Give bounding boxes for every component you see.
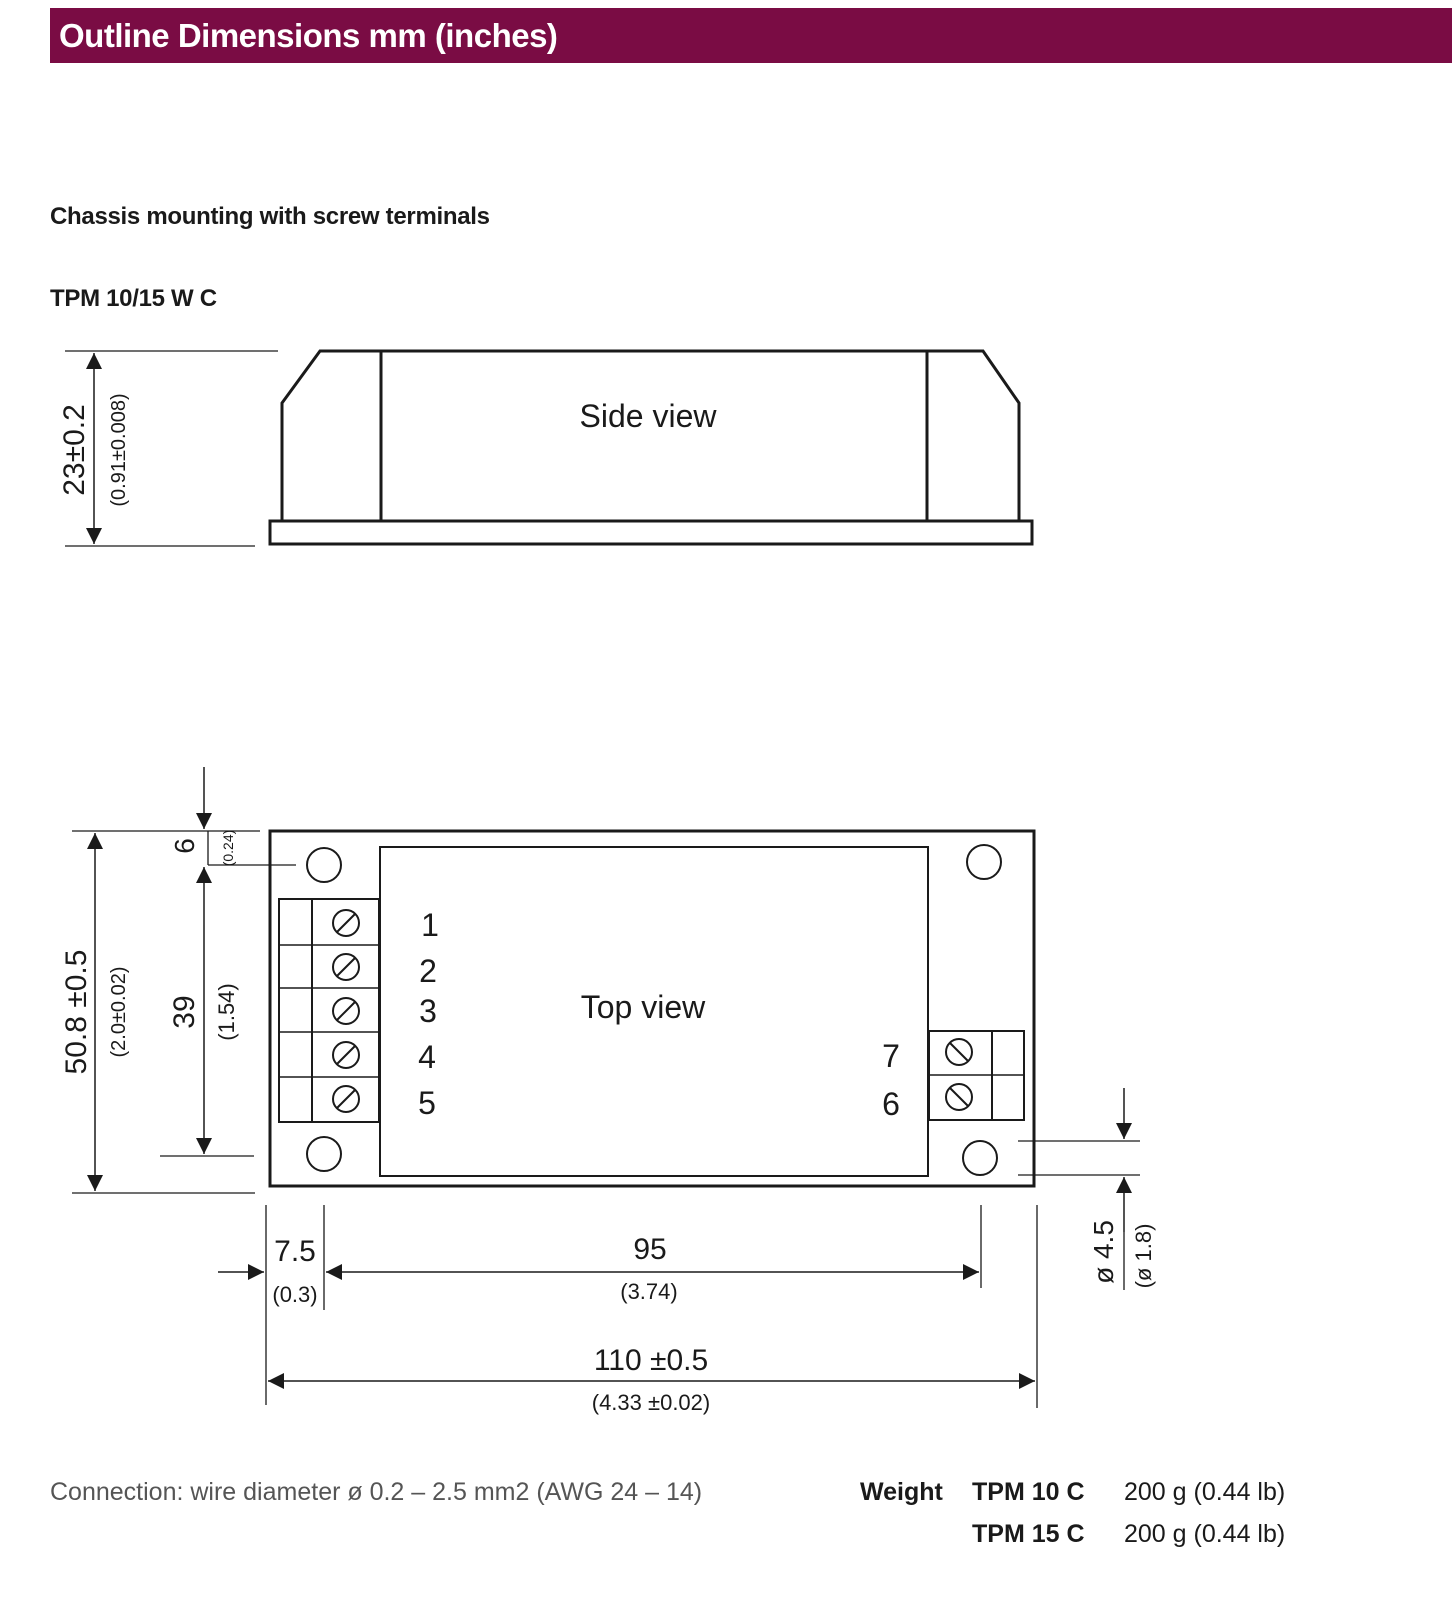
dim-left-in: (0.3) [272, 1282, 317, 1307]
dim-offset-in: (0.24) [220, 830, 236, 867]
screw-icon [332, 953, 360, 981]
side-right-flange [927, 349, 1021, 521]
weight-model-1: TPM 10 C [972, 1478, 1085, 1506]
screw-icon [945, 1038, 973, 1066]
dim-length-in: (4.33 ±0.02) [592, 1390, 710, 1415]
screw-icon [332, 1085, 360, 1113]
header-banner: Outline Dimensions mm (inches) [50, 8, 1452, 63]
pin-label-2: 2 [419, 953, 437, 989]
pin-label-7: 7 [882, 1038, 900, 1074]
dim-hole-in: (3.74) [620, 1279, 677, 1304]
pin-label-4: 4 [418, 1039, 436, 1075]
dim-width-mm: 50.8 ±0.5 [60, 950, 93, 1075]
screw-icon [332, 909, 360, 937]
screw-icon [945, 1083, 973, 1111]
dim-pitch-in: (1.54) [214, 983, 239, 1040]
model-title: TPM 10/15 W C [50, 285, 217, 312]
dim-offset-mm: 6 [169, 838, 200, 854]
weight-value-1: 200 g (0.44 lb) [1124, 1478, 1286, 1506]
dim-dia-mm: ø 4.5 [1088, 1220, 1119, 1284]
top-view-label: Top view [581, 989, 706, 1025]
mounting-hole-top-right [966, 844, 1002, 880]
connection-note: Connection: wire diameter ø 0.2 – 2.5 mm… [50, 1478, 703, 1506]
top-view: Top view 1 2 3 4 5 [60, 767, 1156, 1415]
side-base-plate [268, 519, 1034, 546]
mounting-hole-bottom-left [306, 1136, 342, 1172]
weight-label: Weight [860, 1478, 943, 1506]
weight-value-2: 200 g (0.44 lb) [1124, 1520, 1286, 1548]
side-view: Side view 23±0.2 (0.91±0.008) [58, 349, 1034, 547]
mounting-hole-top-left [306, 847, 342, 883]
dim-left-mm: 7.5 [274, 1235, 316, 1268]
terminal-block-right [928, 1030, 1025, 1121]
top-outer-frame [268, 829, 1036, 1188]
dim-pitch-mm: 39 [168, 995, 201, 1028]
page-title: Outline Dimensions mm (inches) [59, 17, 558, 54]
pin-label-3: 3 [419, 993, 437, 1029]
dim-dia-in: (ø 1.8) [1131, 1224, 1156, 1289]
dim-width-in: (2.0±0.02) [108, 966, 130, 1057]
pin-label-5: 5 [418, 1085, 436, 1121]
mounting-hole-bottom-right [962, 1140, 998, 1176]
screw-icon [332, 997, 360, 1025]
section-title: Chassis mounting with screw terminals [50, 203, 490, 230]
pin-label-6: 6 [882, 1086, 900, 1122]
side-height-in: (0.91±0.008) [108, 393, 130, 506]
side-body [381, 349, 929, 521]
pin-label-1: 1 [421, 907, 439, 943]
side-height-mm: 23±0.2 [58, 404, 91, 496]
terminal-block-left [278, 898, 380, 1123]
dim-hole-mm: 95 [633, 1233, 666, 1266]
screw-icon [332, 1041, 360, 1069]
side-view-label: Side view [580, 398, 718, 434]
dim-length-mm: 110 ±0.5 [594, 1344, 708, 1377]
side-left-flange [280, 349, 383, 521]
weight-model-2: TPM 15 C [972, 1520, 1085, 1548]
